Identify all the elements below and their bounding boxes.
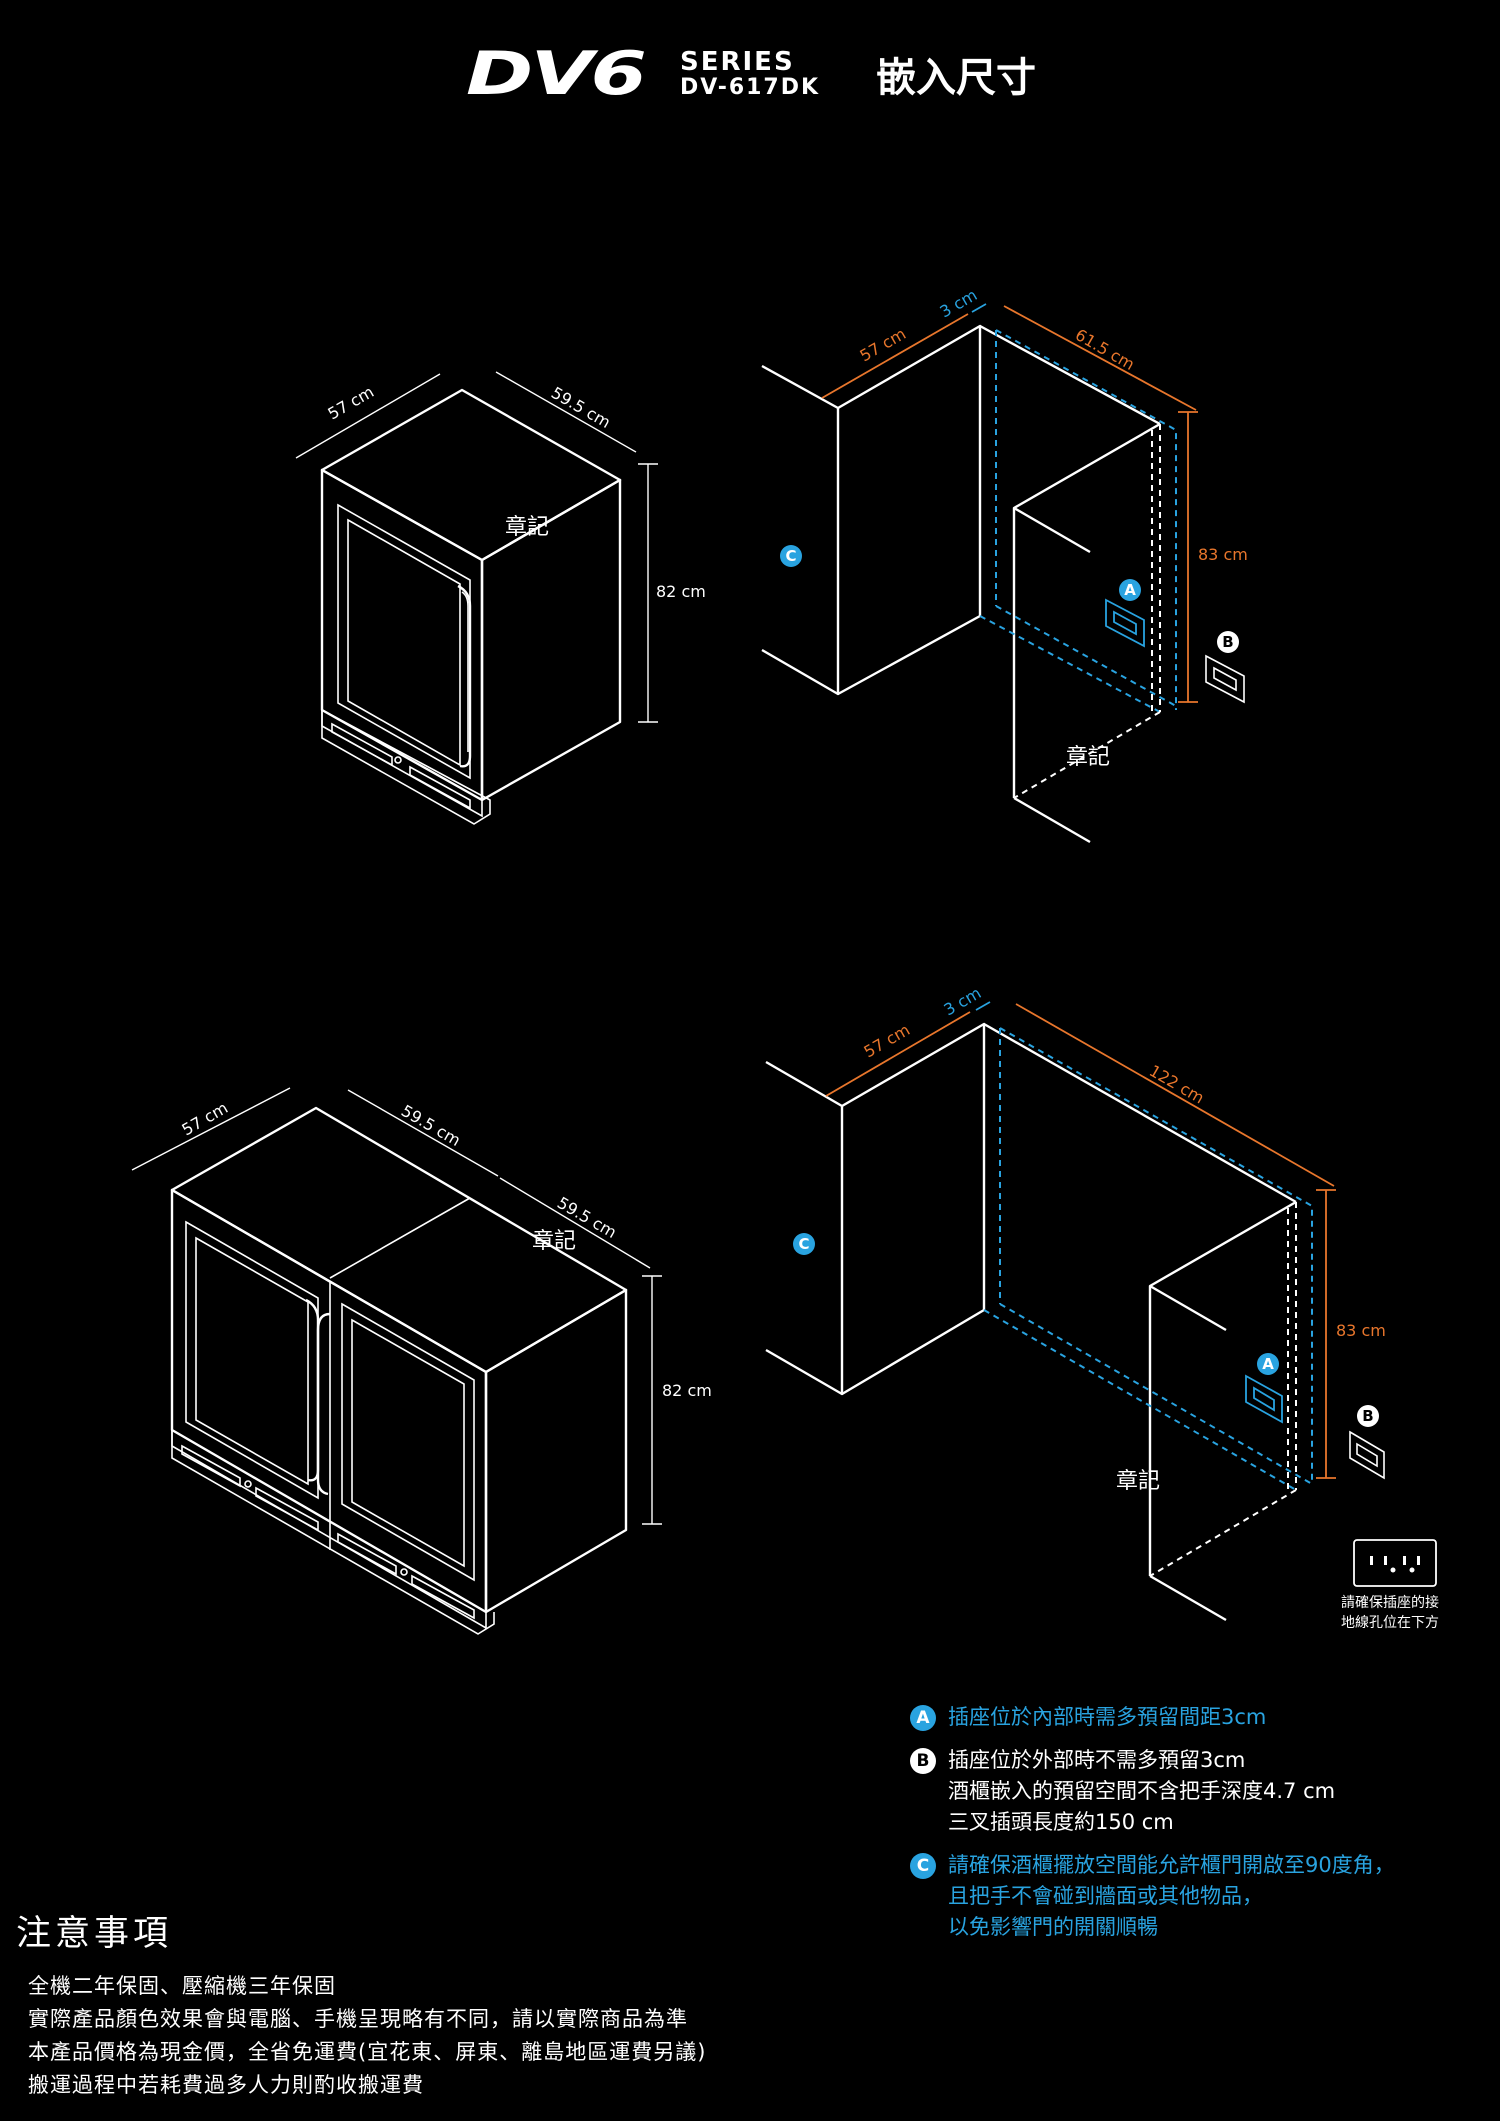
svg-text:B: B <box>1362 1407 1373 1425</box>
svg-text:A: A <box>1262 1355 1274 1373</box>
vent-left <box>331 722 393 767</box>
depth-dimension-line <box>295 373 441 459</box>
cabinet-width-label: 61.5 cm <box>1072 325 1138 374</box>
caution-item: 全機二年保固、壓縮機三年保固 <box>28 1974 336 1998</box>
note-c: C 請確保酒櫃擺放空間能允許櫃門開啟至90度角， 且把手不會碰到牆面或其他物品，… <box>910 1850 1470 1943</box>
badge-b <box>1217 631 1239 653</box>
right-door-frame <box>341 1302 475 1582</box>
caution-list: 全機二年保固、壓縮機三年保固 實際產品顏色效果會與電腦、手機呈現略有不同，請以實… <box>16 1970 706 2102</box>
model-number: DV-617DK <box>680 75 821 100</box>
width-dimension-line <box>495 371 637 453</box>
note-a: A 插座位於內部時需多預留間距3cm <box>910 1702 1470 1733</box>
badge-c <box>780 545 802 567</box>
door-frame <box>337 503 471 780</box>
gap-label: 3 cm <box>937 285 981 321</box>
vent-2 <box>255 1486 319 1532</box>
caution-title: 注意事項 <box>16 1914 173 1954</box>
cabinet-depth-label: 57 cm <box>857 324 910 365</box>
cabinet-left-wall <box>837 324 982 696</box>
door-glass <box>347 518 461 767</box>
double-cabinet-space: 章記 57 cm 3 cm 122 cm 83 cm C A B <box>765 983 1386 1622</box>
outlet-outside <box>1349 1430 1385 1480</box>
outlet-grounding-note: 請確保插座的接 地線孔位在下方 <box>1341 1595 1439 1631</box>
appliance-top <box>320 388 622 562</box>
appliance-side <box>480 478 622 802</box>
appliance-front <box>320 468 484 802</box>
cabinet-top-back <box>983 1022 1297 1204</box>
door-handle <box>457 584 472 768</box>
outlet-inside <box>1105 598 1145 648</box>
left-door-frame <box>185 1220 319 1500</box>
badge-c-icon: C <box>910 1853 936 1879</box>
badge-b-icon: B <box>910 1748 936 1774</box>
brand-mark: 章記 <box>505 515 549 540</box>
cabinet-depth-label: 57 cm <box>861 1020 914 1061</box>
brand-mark: 章記 <box>1116 1469 1160 1494</box>
brand-mark: 章記 <box>532 1229 576 1254</box>
vent-1 <box>181 1444 241 1488</box>
note-b: B 插座位於外部時不需多預留3cm 酒櫃嵌入的預留空間不含把手深度4.7 cm … <box>910 1745 1470 1838</box>
badge-a <box>1119 579 1141 601</box>
right-door-handle <box>316 1312 331 1496</box>
depth-dimension-line <box>131 1087 291 1171</box>
caution-section: 注意事項 全機二年保固、壓縮機三年保固 實際產品顏色效果會與電腦、手機呈現略有不… <box>16 1905 706 2102</box>
badge-a-icon: A <box>910 1705 936 1731</box>
outlet-outside <box>1205 654 1245 704</box>
cabinet-width-line <box>1015 1003 1335 1187</box>
cabinet-height-label: 83 cm <box>1198 545 1248 564</box>
installation-notes: A 插座位於內部時需多預留間距3cm B 插座位於外部時不需多預留3cm 酒櫃嵌… <box>910 1702 1470 1955</box>
cabinet-left-wall <box>841 1022 986 1396</box>
svg-text:C: C <box>798 1235 809 1253</box>
page-header: DV6 SERIES DV-617DK 嵌入尺寸 <box>466 44 1036 104</box>
gap-outline <box>999 1027 1313 1484</box>
badge-a <box>1257 1353 1279 1375</box>
outlet-icon <box>1353 1539 1437 1587</box>
double-door-appliance: 章記 57 cm 59.5 cm 59.5 cm 82 cm <box>131 1087 712 1635</box>
depth-label: 57 cm <box>325 382 378 423</box>
right-width-line <box>499 1177 651 1269</box>
caution-item: 本產品價格為現金價，全省免運費(宜花東、屏東、離島地區運費另議) <box>28 2040 707 2064</box>
single-cabinet-space: 章記 57 cm 3 cm 61.5 cm 83 cm C A B <box>761 285 1248 844</box>
badge-b <box>1357 1405 1379 1427</box>
svg-text:A: A <box>1124 581 1136 599</box>
brand-mark: 章記 <box>1066 745 1110 770</box>
badge-c <box>793 1233 815 1255</box>
cabinet-right-wall <box>1012 422 1161 798</box>
cabinet-width-line <box>1003 305 1197 411</box>
vent-3 <box>337 1532 397 1576</box>
single-door-appliance: 章記 57 cm 59.5 cm 82 cm <box>295 371 706 825</box>
outlet-inside <box>1245 1374 1283 1424</box>
cabinet-height-label: 83 cm <box>1336 1321 1386 1340</box>
gap-outline <box>995 329 1177 710</box>
cabinet-right-wall <box>1148 1200 1297 1576</box>
brand-logo: DV6 <box>466 39 647 109</box>
left-width-label: 59.5 cm <box>398 1101 464 1150</box>
depth-label: 57 cm <box>179 1098 232 1139</box>
height-label: 82 cm <box>662 1381 712 1400</box>
appliance-side <box>484 1288 628 1614</box>
cabinet-top-back <box>979 324 1161 426</box>
svg-text:C: C <box>785 547 796 565</box>
svg-text:B: B <box>1222 633 1233 651</box>
vent-right <box>409 765 471 810</box>
series-label: SERIES <box>680 47 795 77</box>
caution-item: 實際產品顏色效果會與電腦、手機呈現略有不同，請以實際商品為準 <box>28 2007 688 2031</box>
vent-4 <box>411 1574 475 1620</box>
height-label: 82 cm <box>656 582 706 601</box>
cabinet-depth-line <box>821 313 969 399</box>
gap-label: 3 cm <box>941 983 985 1019</box>
caution-item: 搬運過程中若耗費過多人力則酌收搬運費 <box>28 2073 424 2097</box>
left-width-line <box>347 1089 499 1177</box>
page-title: 嵌入尺寸 <box>876 55 1037 101</box>
cabinet-depth-line <box>825 1011 971 1097</box>
series-block: SERIES DV-617DK <box>680 49 820 99</box>
